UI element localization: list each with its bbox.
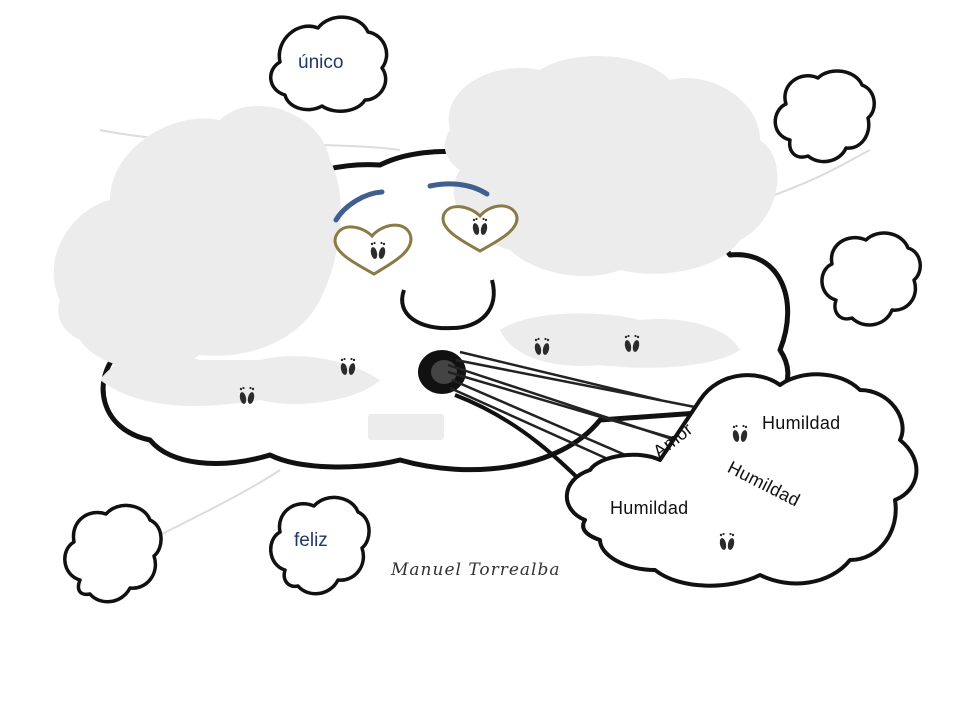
author-signature: Manuel Torrealba (391, 560, 561, 580)
word-humildad-bottom: Humildad (610, 498, 689, 518)
word-humildad-top: Humildad (762, 413, 841, 433)
blowing-mouth (418, 350, 466, 394)
cloud-icon-unico (269, 15, 389, 113)
word-feliz: feliz (294, 530, 328, 551)
word-unico: único (298, 52, 344, 73)
eyebrows (333, 181, 490, 223)
cloud-icon-top-right (773, 69, 876, 164)
right-heart-icon (441, 204, 519, 253)
grey-cloud-patches (53, 56, 778, 440)
cloud-icon-bottom-left (63, 503, 163, 604)
cloud-icon-feliz (269, 495, 371, 596)
wind-puff-cloud (564, 372, 919, 588)
nose (400, 279, 496, 331)
small-clouds (63, 15, 922, 604)
cloud-icon-right (820, 231, 922, 327)
